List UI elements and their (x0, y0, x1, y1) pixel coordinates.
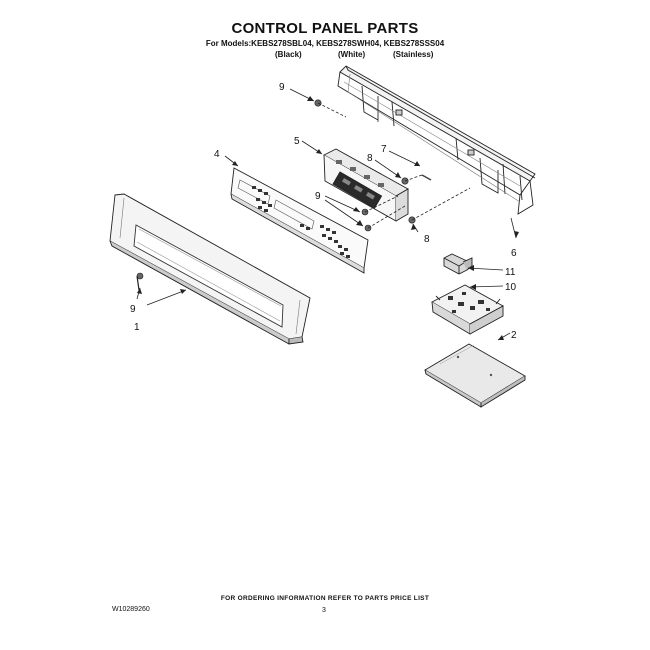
callout-5: 5 (294, 136, 300, 147)
finish-stainless-label: (Stainless) (393, 50, 434, 59)
callout-9-mid: 9 (315, 191, 321, 202)
document-number: W10289260 (112, 606, 150, 613)
part-10-relay-board (431, 284, 504, 335)
finish-white-label: (White) (338, 50, 366, 59)
models-line: For Models:KEBS278SBL04, KEBS278SWH04, K… (205, 39, 445, 48)
callout-11: 11 (505, 267, 516, 278)
page-title: CONTROL PANEL PARTS (231, 20, 419, 37)
ordering-note: FOR ORDERING INFORMATION REFER TO PARTS … (220, 595, 430, 602)
arrowheads (137, 96, 519, 340)
callout-9-left: 9 (130, 304, 136, 315)
part-6-bracket (337, 65, 536, 215)
part-4-overlay (230, 167, 369, 274)
page-number: 3 (322, 607, 326, 614)
callout-10: 10 (505, 282, 517, 293)
finish-black-label: (Black) (275, 50, 302, 59)
callout-6: 6 (511, 248, 517, 259)
callout-8-bottom: 8 (424, 234, 430, 245)
part-1-control-panel (109, 193, 311, 345)
callout-8-top: 8 (367, 153, 373, 164)
callout-2: 2 (511, 330, 517, 341)
callout-7: 7 (381, 144, 387, 155)
leader-lines (136, 88, 517, 341)
part-2-cover (424, 343, 526, 408)
part-5-control-board (323, 148, 409, 222)
callout-1: 1 (134, 322, 140, 333)
callout-9-top: 9 (279, 82, 285, 93)
callout-4: 4 (214, 149, 220, 160)
part-11-clip (443, 253, 473, 275)
